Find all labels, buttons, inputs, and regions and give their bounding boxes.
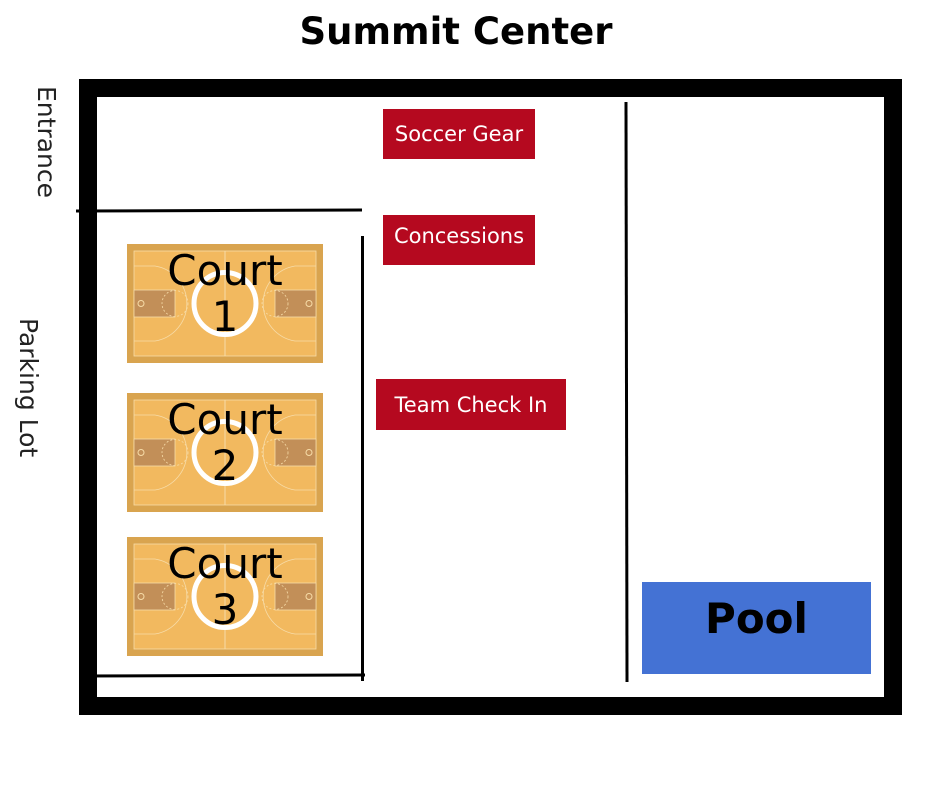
- soccer-gear-booth: Soccer Gear: [383, 109, 535, 159]
- parking-lot-label: Parking Lot: [14, 318, 43, 458]
- team-check-in-booth: Team Check In: [376, 379, 566, 430]
- entrance-label: Entrance: [32, 86, 61, 199]
- court-word: Court: [167, 395, 283, 444]
- court-number: 3: [211, 585, 239, 634]
- court-word: Court: [167, 539, 283, 588]
- court-number: 1: [211, 292, 239, 341]
- court-word: Court: [167, 246, 283, 295]
- courts-divider-wall: [361, 236, 364, 681]
- concessions-booth: Concessions: [383, 215, 535, 265]
- pool: Pool: [642, 582, 871, 674]
- court-number: 2: [211, 441, 239, 490]
- map-title: Summit Center: [299, 10, 613, 53]
